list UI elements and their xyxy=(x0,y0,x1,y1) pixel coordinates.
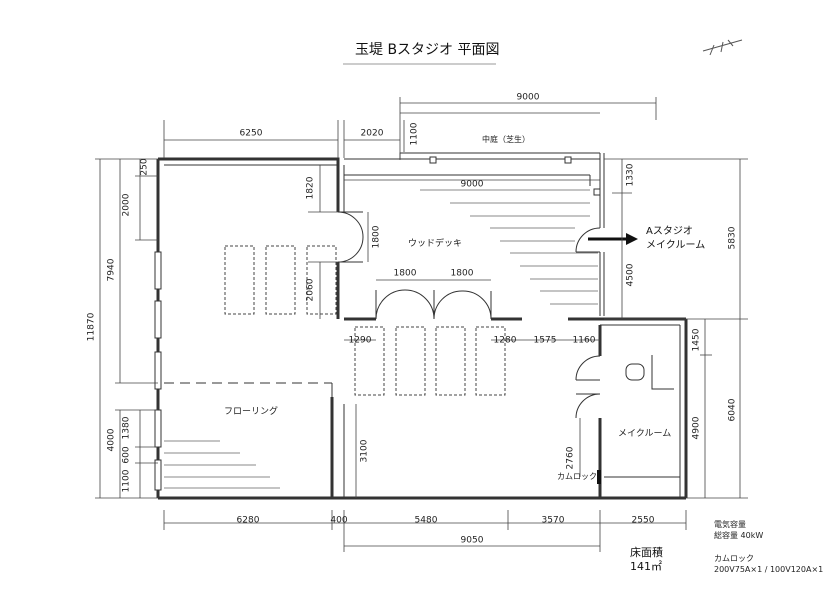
room-cam-lock: カムロック xyxy=(557,472,597,481)
camlock-spec: 200V75A×1 / 100V120A×1 xyxy=(714,565,824,574)
dim-right-4900: 4900 xyxy=(691,416,702,440)
page-title: 玉堤 Bスタジオ 平面図 xyxy=(355,42,500,58)
dim-bot-400: 400 xyxy=(330,515,348,526)
arrow-label-makeroom: メイクルーム xyxy=(646,240,706,251)
dim-left-250: 250 xyxy=(139,158,150,176)
dim-top-6250: 6250 xyxy=(239,128,263,139)
dim-deck-1800-door: 1800 xyxy=(371,225,382,249)
direction-arrow-icon xyxy=(588,233,638,245)
camlock-label: カムロック xyxy=(714,554,754,563)
room-make-room: メイクルーム xyxy=(618,429,672,439)
dim-deck-9000: 9000 xyxy=(460,179,484,190)
power-total: 総容量 40kW xyxy=(714,531,764,540)
dim-right-1330: 1330 xyxy=(625,163,636,187)
dim-door-1800-b: 1800 xyxy=(450,268,474,279)
windows xyxy=(154,251,162,491)
dim-door-1800-a: 1800 xyxy=(393,268,417,279)
doors xyxy=(337,211,645,419)
dim-right-1450: 1450 xyxy=(691,328,702,352)
dim-mid-1290: 1290 xyxy=(348,335,372,346)
dim-left-1380: 1380 xyxy=(121,416,132,440)
dim-left-11870: 11870 xyxy=(86,312,97,342)
dim-bot-6280: 6280 xyxy=(236,515,260,526)
dim-deck-1820: 1820 xyxy=(305,176,316,200)
dim-courtyard-1100: 1100 xyxy=(409,122,420,146)
light-fixtures xyxy=(224,245,506,396)
dim-mid-3100: 3100 xyxy=(359,439,370,463)
deck-hatching xyxy=(420,189,598,305)
floor-area-value: 141㎡ xyxy=(630,560,662,573)
dim-mid-1280: 1280 xyxy=(493,335,517,346)
floor-area-label: 床面積 xyxy=(630,546,663,559)
dim-mid-1160: 1160 xyxy=(572,335,596,346)
dim-left-2000: 2000 xyxy=(121,193,132,217)
dim-right-4500: 4500 xyxy=(625,263,636,287)
dim-right-6040: 6040 xyxy=(727,398,738,422)
dimension-lines xyxy=(95,97,748,552)
room-wood-deck: ウッドデッキ xyxy=(408,239,463,249)
dim-left-1100: 1100 xyxy=(121,469,132,493)
walls xyxy=(156,152,688,500)
north-arrow-icon xyxy=(702,39,743,56)
room-flooring: フローリング xyxy=(224,407,279,417)
dim-top-9000: 9000 xyxy=(516,92,540,103)
power-capacity-label: 電気容量 xyxy=(714,520,746,529)
cam-lock-mark xyxy=(597,470,601,484)
room-courtyard: 中庭（芝生） xyxy=(482,135,530,144)
dim-bot-5480: 5480 xyxy=(414,515,438,526)
flooring-hatching xyxy=(164,440,280,489)
dim-mid-1575: 1575 xyxy=(533,335,557,346)
dim-top-2020: 2020 xyxy=(360,128,384,139)
dim-left-600: 600 xyxy=(121,446,132,464)
arrow-label-studio: Aスタジオ xyxy=(646,226,693,237)
dim-deck-2060: 2060 xyxy=(305,278,316,302)
dim-left-4000: 4000 xyxy=(106,428,117,452)
dim-right-5830: 5830 xyxy=(727,226,738,250)
dim-bot-3570: 3570 xyxy=(541,515,565,526)
dim-bot-9050: 9050 xyxy=(460,535,484,546)
courtyard-fixtures xyxy=(429,156,601,196)
dim-left-7940: 7940 xyxy=(106,258,117,282)
dim-bot-2550: 2550 xyxy=(631,515,655,526)
dim-mid-2760: 2760 xyxy=(565,446,576,470)
